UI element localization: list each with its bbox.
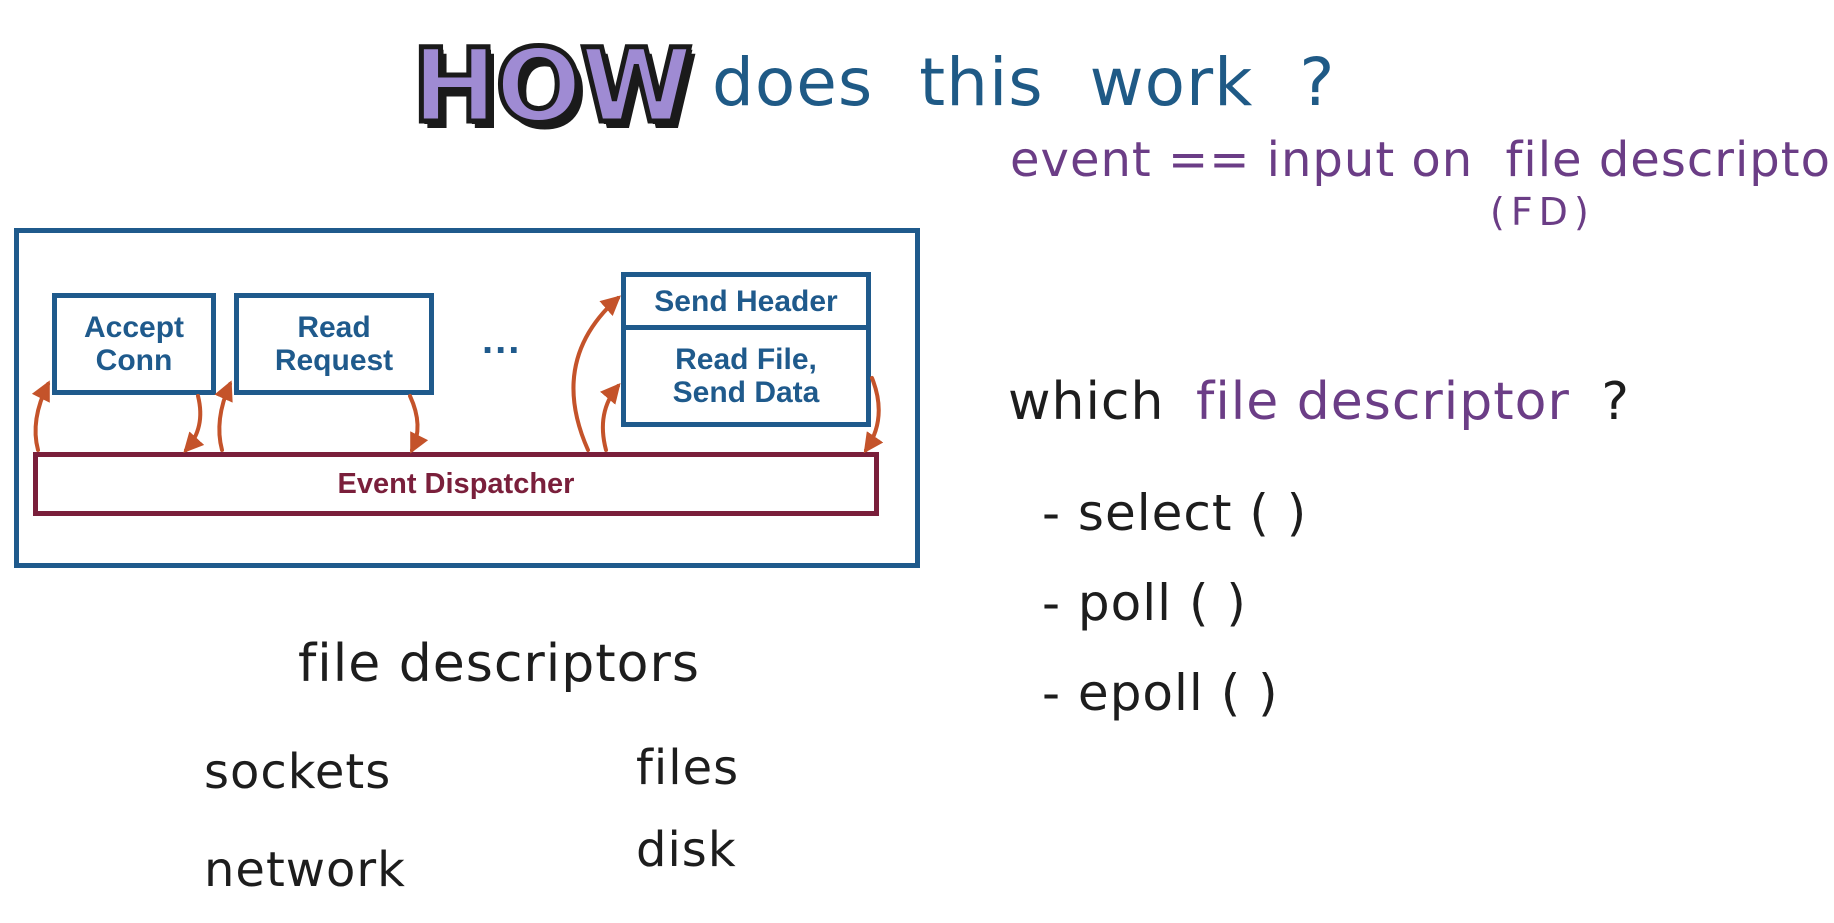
header-question: does this work ? — [712, 44, 1336, 121]
fd-disk: disk — [636, 822, 737, 878]
read-file-line-1: Read File, — [675, 343, 817, 376]
which-term: file descriptor — [1196, 372, 1570, 432]
read-file-line-2: Send Data — [672, 376, 820, 409]
accept-conn-line-1: Accept — [83, 311, 185, 344]
fd-heading: file descriptors — [298, 634, 700, 694]
read-request-line-1: Read — [297, 311, 371, 344]
option-poll: - poll ( ) — [1042, 574, 1247, 632]
fd-network: network — [204, 842, 406, 898]
send-header-label: Send Header — [654, 284, 838, 318]
arrow-readfile-return — [863, 376, 884, 454]
arrow-read-return — [408, 394, 429, 454]
event-driven-diagram — [14, 228, 920, 568]
event-dispatcher-bar: Event Dispatcher — [33, 452, 879, 516]
arrow-dispatch-header — [571, 295, 621, 452]
ellipsis: ... — [482, 318, 522, 362]
fd-abbrev: (FD) — [1490, 190, 1595, 234]
accept-conn-box: Accept Conn — [52, 293, 216, 395]
option-epoll: - epoll ( ) — [1042, 664, 1279, 722]
how-logo: HOW — [410, 27, 696, 146]
fd-files: files — [636, 740, 740, 796]
which-suffix: ? — [1601, 372, 1630, 432]
which-prefix: which — [1008, 372, 1165, 432]
read-request-line-2: Request — [274, 344, 394, 377]
send-header-box: Send Header — [621, 272, 871, 330]
arrow-dispatch-read — [214, 380, 233, 452]
read-request-box: Read Request — [234, 293, 434, 395]
which-question: which file descriptor ? — [1008, 372, 1630, 432]
event-definition-text: event == input on — [1010, 132, 1474, 188]
arrow-accept-return — [183, 394, 205, 453]
option-select: - select ( ) — [1042, 484, 1308, 542]
arrow-dispatch-accept — [31, 380, 50, 452]
fd-sockets: sockets — [204, 744, 392, 800]
arrow-dispatch-readfile — [600, 382, 621, 452]
event-term: file descriptor — [1505, 132, 1834, 188]
event-dispatcher-label: Event Dispatcher — [337, 467, 575, 500]
event-definition: event == input on file descriptor — [1010, 132, 1834, 188]
read-file-box: Read File, Send Data — [621, 325, 871, 427]
accept-conn-line-2: Conn — [95, 344, 173, 377]
